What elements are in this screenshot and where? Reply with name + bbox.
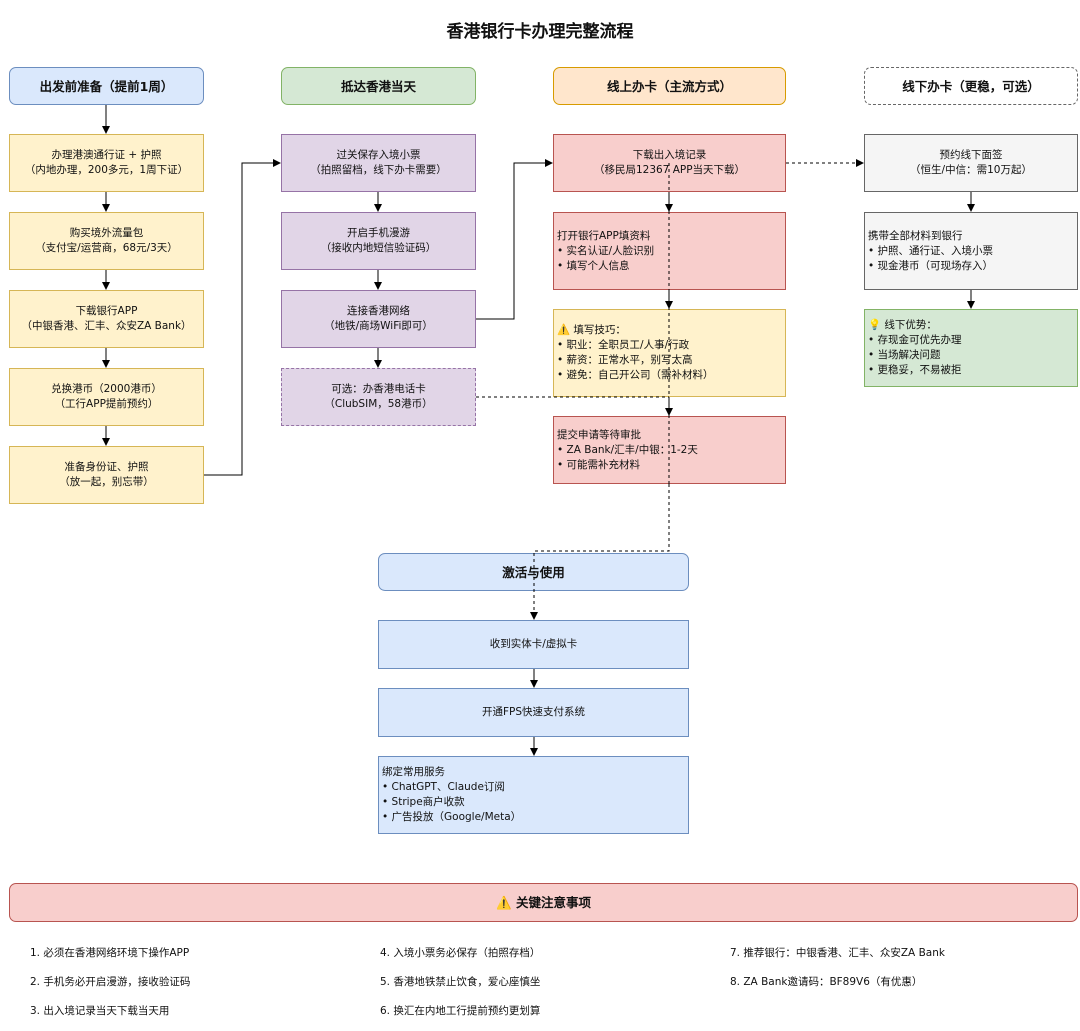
step-prep-documents: 准备身份证、护照 （放一起，别忘带）: [9, 446, 204, 504]
header-online: 线上办卡（主流方式）: [553, 67, 786, 105]
connector-arrow: [476, 159, 553, 320]
note-item: 8. ZA Bank邀请码：BF89V6（有优惠）: [730, 976, 923, 988]
step-offline-appointment: 预约线下面签 （恒生/中信：需10万起）: [864, 134, 1078, 192]
step-arrive-network: 连接香港网络 （地铁/商场WiFi即可）: [281, 290, 476, 348]
step-arrive-roaming: 开启手机漫游 （接收内地短信验证码）: [281, 212, 476, 270]
header-arrive: 抵达香港当天: [281, 67, 476, 105]
step-activate-services: 绑定常用服务 • ChatGPT、Claude订阅 • Stripe商户收款 •…: [378, 756, 689, 834]
step-prep-download-app: 下载银行APP （中银香港、汇丰、众安ZA Bank）: [9, 290, 204, 348]
connector-dashed-arrow: [530, 484, 670, 620]
step-offline-materials: 携带全部材料到银行 • 护照、通行证、入境小票 • 现金港币（可现场存入）: [864, 212, 1078, 290]
step-prep-exchange: 兑换港币（2000港币） （工行APP提前预约）: [9, 368, 204, 426]
page-title: 香港银行卡办理完整流程: [446, 22, 634, 42]
step-prep-permit: 办理港澳通行证 + 护照 （内地办理，200多元，1周下证）: [9, 134, 204, 192]
notes-header: ⚠️ 关键注意事项: [9, 883, 1078, 922]
note-item: 7. 推荐银行：中银香港、汇丰、众安ZA Bank: [730, 947, 945, 959]
note-item: 2. 手机务必开启漫游，接收验证码: [30, 976, 191, 988]
step-arrive-sim: 可选：办香港电话卡 （ClubSIM，58港币）: [281, 368, 476, 426]
header-prep: 出发前准备（提前1周）: [9, 67, 204, 105]
note-item: 6. 换汇在内地工行提前预约更划算: [380, 1005, 541, 1017]
step-activate-receive-card: 收到实体卡/虚拟卡: [378, 620, 689, 669]
step-activate-fps: 开通FPS快速支付系统: [378, 688, 689, 737]
connector-arrow: [204, 159, 281, 476]
note-item: 5. 香港地铁禁止饮食，爱心座慎坐: [380, 976, 541, 988]
step-arrive-ticket: 过关保存入境小票 （拍照留档，线下办卡需要）: [281, 134, 476, 192]
step-online-tips: ⚠️ 填写技巧： • 职业：全职员工/人事/行政 • 薪资：正常水平，别写太高 …: [553, 309, 786, 397]
note-item: 3. 出入境记录当天下载当天用: [30, 1005, 170, 1017]
step-prep-data-plan: 购买境外流量包 （支付宝/运营商，68元/3天）: [9, 212, 204, 270]
step-offline-advantages: 💡 线下优势： • 存现金可优先办理 • 当场解决问题 • 更稳妥，不易被拒: [864, 309, 1078, 387]
header-offline: 线下办卡（更稳，可选）: [864, 67, 1078, 105]
note-item: 1. 必须在香港网络环境下操作APP: [30, 947, 190, 959]
note-item: 4. 入境小票务必保存（拍照存档）: [380, 947, 541, 959]
